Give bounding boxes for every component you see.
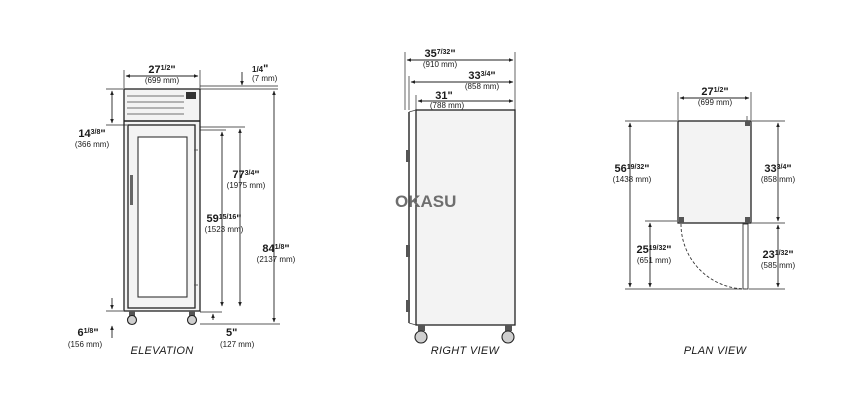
elev-top-offset-label: 1/4" [252, 63, 268, 75]
elev-total-height-mm: (2137 mm) [257, 255, 296, 264]
elev-leg-mm: (156 mm) [68, 340, 103, 349]
plan-body-depth-mm: (858 mm) [761, 175, 796, 184]
elevation-casters [126, 311, 198, 326]
plan-view-title: PLAN VIEW [684, 345, 748, 357]
caster-right [186, 314, 198, 326]
plan-width-label: 271/2" [701, 86, 728, 98]
caster-left [126, 314, 138, 326]
elev-top-section-mm: (366 mm) [75, 140, 110, 149]
plan-door-swing-mm: (651 mm) [637, 256, 672, 265]
elevation-door-handle [130, 175, 133, 205]
elevation-view: 271/2" (699 mm) 1/4" (7 mm) 143/8" (366 … [68, 63, 296, 357]
elev-top-offset-mm: (7 mm) [252, 74, 278, 83]
elevation-title: ELEVATION [130, 345, 193, 357]
plan-view: 271/2" (699 mm) 5619/32" (1438 mm) 2519/… [613, 86, 796, 357]
right-depth-total-mm: (910 mm) [423, 60, 458, 69]
plan-door-swing-arc [680, 223, 747, 290]
elev-body-height-label: 773/4" [232, 169, 259, 181]
elev-door-height-mm: (1523 mm) [205, 225, 244, 234]
right-depth-body-label: 31" [435, 90, 452, 102]
right-depth-total-label: 357/32" [424, 48, 455, 60]
plan-total-depth-label: 5619/32" [615, 163, 650, 175]
elev-total-height-label: 841/8" [262, 243, 289, 255]
plan-total-depth-mm: (1438 mm) [613, 175, 652, 184]
right-depth-body-mm: (788 mm) [430, 101, 465, 110]
elev-door-height-label: 5915/16" [207, 213, 242, 225]
plan-cabinet [677, 120, 752, 224]
elev-body-height-mm: (1975 mm) [227, 181, 266, 190]
right-view-title: RIGHT VIEW [431, 345, 501, 357]
right-cabinet [415, 109, 516, 326]
plan-body-depth-label: 333/4" [764, 163, 791, 175]
elev-leg-label: 61/8" [77, 327, 98, 339]
elevation-door-glass [137, 136, 188, 298]
elev-top-section-label: 143/8" [78, 128, 105, 140]
plan-door-swing-label: 2519/32" [637, 244, 672, 256]
plan-hinge-left [679, 217, 684, 223]
right-hinge-top [406, 150, 410, 162]
right-depth-handle-label: 333/4" [468, 70, 495, 82]
elev-caster-label: 5" [226, 327, 237, 339]
controller-display [186, 92, 196, 99]
elevation-top-grille [127, 92, 196, 115]
plan-controller [745, 121, 750, 126]
plan-hinge-right [745, 217, 750, 223]
right-caster-rear [501, 330, 515, 344]
right-hinge-mid [406, 245, 410, 257]
plan-door-open [742, 223, 749, 290]
right-view: 357/32" (910 mm) 333/4" (858 mm) 31" (78… [395, 48, 516, 357]
plan-width-mm: (699 mm) [698, 98, 733, 107]
watermark-logo: OKASU [395, 192, 456, 211]
right-hinge-bottom [406, 300, 410, 312]
plan-door-width-mm: (585 mm) [761, 261, 796, 270]
elev-width-label: 271/2" [148, 64, 175, 76]
elev-width-mm: (699 mm) [145, 76, 180, 85]
right-caster-front [414, 330, 428, 344]
elev-caster-mm: (127 mm) [220, 340, 255, 349]
right-depth-handle-mm: (858 mm) [465, 82, 500, 91]
plan-door-width-label: 231/32" [762, 249, 793, 261]
